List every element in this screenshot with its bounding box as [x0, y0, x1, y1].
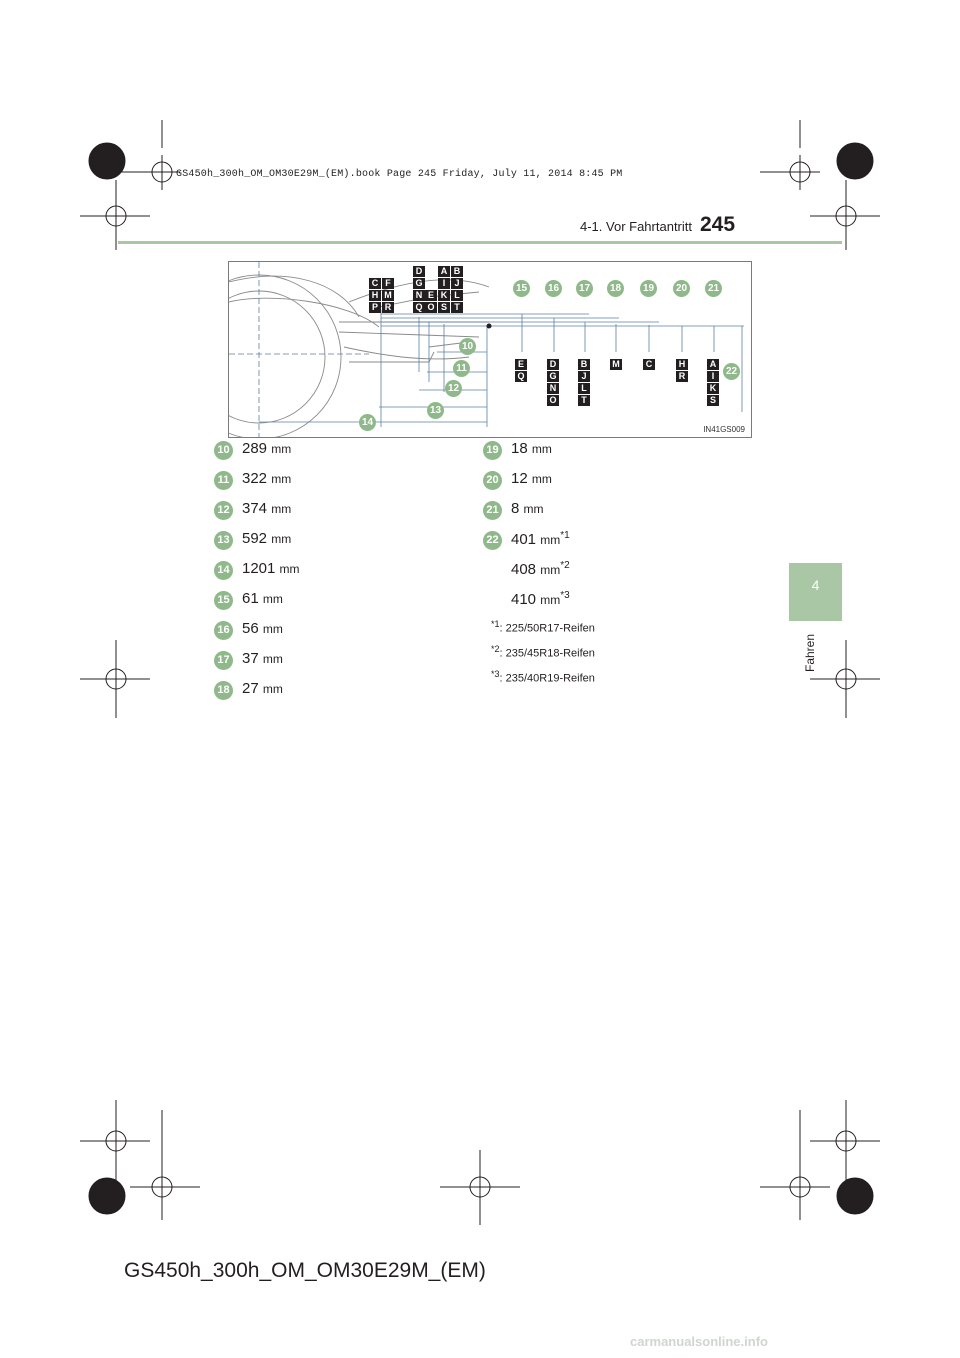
label-box: F — [382, 278, 394, 289]
callout-15: 15 — [513, 280, 530, 297]
label-box: N — [413, 290, 425, 301]
label-box: N — [547, 383, 559, 394]
label-box: B — [451, 266, 463, 277]
label-box: J — [578, 371, 590, 382]
label-box: I — [438, 278, 450, 289]
label-box: O — [425, 302, 437, 313]
label-box: A — [707, 359, 719, 370]
label-box: S — [707, 395, 719, 406]
label-box: R — [382, 302, 394, 313]
footnote: *1: 225/50R17-Reifen — [491, 619, 595, 635]
measurement-value: 592 mm — [242, 530, 292, 547]
measurement-variant: 410 mm*3 — [511, 590, 570, 608]
callout-badge: 10 — [214, 441, 233, 460]
callout-badge: 17 — [214, 651, 233, 670]
measurement-value: 12 mm — [511, 470, 552, 487]
label-box: S — [438, 302, 450, 313]
callout-16: 16 — [545, 280, 562, 297]
page-number: 245 — [700, 213, 736, 236]
label-box: G — [547, 371, 559, 382]
label-box: C — [643, 359, 655, 370]
measurement-value: 322 mm — [242, 470, 292, 487]
label-box: J — [451, 278, 463, 289]
callout-badge: 12 — [214, 501, 233, 520]
measurement-value: 56 mm — [242, 620, 283, 637]
label-box: D — [547, 359, 559, 370]
label-box: G — [413, 278, 425, 289]
label-box: H — [369, 290, 381, 301]
label-box: A — [438, 266, 450, 277]
label-box: B — [578, 359, 590, 370]
footer-doc-id: GS450h_300h_OM_OM30E29M_(EM) — [124, 1259, 486, 1282]
label-box: Q — [515, 371, 527, 382]
vehicle-height-diagram: C F H M P R D G N E Q O A B I J K L S T … — [228, 261, 752, 438]
measurement-value: 61 mm — [242, 590, 283, 607]
measurements-right: 19 18 mm 20 12 mm 21 8 mm 22 401 mm*1 408 mm… — [483, 440, 743, 701]
measurement-value: 27 mm — [242, 680, 283, 697]
label-box: K — [707, 383, 719, 394]
label-box: E — [425, 290, 437, 301]
callout-22: 22 — [723, 363, 740, 380]
callout-badge: 20 — [483, 471, 502, 490]
print-info: GS450h_300h_OM_OM30E29M_(EM).book Page 2… — [176, 169, 623, 180]
label-box: M — [610, 359, 622, 370]
label-box: T — [578, 395, 590, 406]
label-box: O — [547, 395, 559, 406]
chapter-tab[interactable]: 4 — [789, 563, 842, 621]
callout-badge: 15 — [214, 591, 233, 610]
label-box: T — [451, 302, 463, 313]
callout-badge: 16 — [214, 621, 233, 640]
label-box: R — [676, 371, 688, 382]
header-rule — [118, 241, 842, 244]
label-box: E — [515, 359, 527, 370]
callout-badge: 14 — [214, 561, 233, 580]
footnote: *3: 235/40R19-Reifen — [491, 669, 595, 685]
label-box: Q — [413, 302, 425, 313]
figure-code: IN41GS009 — [703, 425, 745, 434]
callout-badge: 11 — [214, 471, 233, 490]
measurements-left: 10 289 mm 11 322 mm 12 374 mm 13 592 mm 14 12… — [214, 440, 464, 701]
measurement-value: 18 mm — [511, 440, 552, 457]
measurement-variant: 408 mm*2 — [511, 560, 570, 578]
label-box: P — [369, 302, 381, 313]
label-box: K — [438, 290, 450, 301]
callout-11: 11 — [453, 360, 470, 377]
measurement-value: 1201 mm — [242, 560, 300, 577]
label-box: D — [413, 266, 425, 277]
callout-21: 21 — [705, 280, 722, 297]
callout-badge: 21 — [483, 501, 502, 520]
callout-17: 17 — [576, 280, 593, 297]
callout-10: 10 — [459, 338, 476, 355]
callout-badge: 22 — [483, 531, 502, 550]
callout-badge: 13 — [214, 531, 233, 550]
measurement-value: 37 mm — [242, 650, 283, 667]
callout-badge: 18 — [214, 681, 233, 700]
section-title: 4-1. Vor Fahrtantritt — [580, 219, 692, 234]
chapter-label: Fahren — [803, 633, 817, 672]
callout-badge: 19 — [483, 441, 502, 460]
measurement-value: 401 mm*1 — [511, 530, 570, 548]
callout-19: 19 — [640, 280, 657, 297]
measurement-value: 289 mm — [242, 440, 292, 457]
label-box: H — [676, 359, 688, 370]
callout-14: 14 — [359, 414, 376, 431]
callout-20: 20 — [673, 280, 690, 297]
label-box: I — [707, 371, 719, 382]
callout-12: 12 — [445, 380, 462, 397]
label-box: M — [382, 290, 394, 301]
vehicle-line-drawing — [229, 262, 744, 437]
chapter-number: 4 — [811, 577, 820, 593]
footnote: *2: 235/45R18-Reifen — [491, 644, 595, 660]
callout-13: 13 — [427, 402, 444, 419]
label-box: L — [451, 290, 463, 301]
measurement-value: 8 mm — [511, 500, 544, 517]
label-box: C — [369, 278, 381, 289]
measurement-value: 374 mm — [242, 500, 292, 517]
watermark[interactable]: carmanualsonline.info — [630, 1334, 768, 1349]
callout-18: 18 — [607, 280, 624, 297]
label-box: L — [578, 383, 590, 394]
